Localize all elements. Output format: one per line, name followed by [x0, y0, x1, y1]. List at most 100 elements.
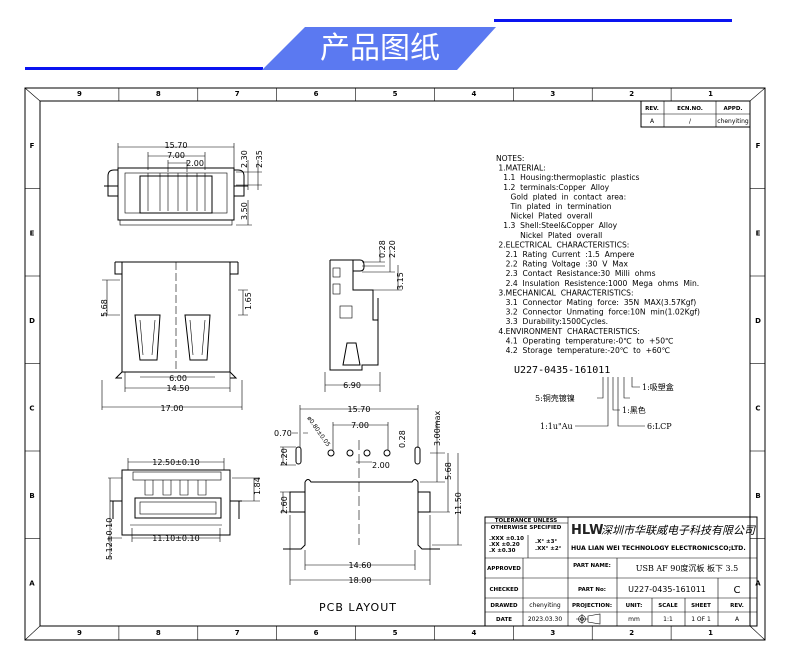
tolerance-angle-1: .X° ±3° [535, 539, 557, 545]
part-no-value: U227-0435-161011 [628, 585, 706, 594]
title-block: TOLERANCE UNLESS OTHERWISE SPECIFIED .XX… [484, 516, 758, 627]
frame-column-label: 9 [77, 90, 82, 98]
rev-value: A [650, 118, 655, 125]
sheet-label: SHEET [691, 603, 711, 609]
pcb-dim-7-00: 7.00 [351, 421, 369, 430]
pcb-dim-hole-dia: ø0.80±0.05 [305, 415, 331, 448]
ecn-header: ECN.NO. [677, 106, 703, 112]
frame-column-label: 5 [393, 629, 398, 637]
checked-label: CHECKED [489, 587, 518, 593]
appd-value: chenyiting [717, 118, 749, 125]
company-logo: HLW [571, 523, 604, 538]
part-name-label: PART NAME: [573, 563, 611, 569]
part-name-value: USB AF 90度沉板 板下 3.5 [636, 563, 739, 573]
note-line: 1.1 Housing:thermoplastic plastics [496, 173, 639, 182]
frame-row-label: E [756, 229, 761, 237]
frame-column-label: 8 [156, 629, 161, 637]
frame-row-label: B [29, 492, 34, 500]
note-line: 3.2 Connector Unmating force:10N min(1.0… [496, 308, 700, 317]
frame-row-label: B [755, 492, 760, 500]
callout-plating: 1:1u"Au [540, 422, 573, 431]
frame-row-label: A [755, 579, 761, 587]
pcb-dim-18-00: 18.00 [349, 576, 372, 585]
frame-row-label: D [29, 317, 35, 325]
scale-value: 1:1 [663, 616, 673, 623]
frame-column-label: 3 [550, 90, 555, 98]
part-code: U227-0435-161011 [514, 365, 610, 376]
dim-6-90: 6.90 [343, 381, 361, 390]
note-line: 2.ELECTRICAL CHARACTERISTICS: [496, 240, 629, 249]
note-line: 2.2 Rating Voltage :30 V Max [496, 260, 628, 269]
dim-7-00: 7.00 [167, 151, 185, 160]
frame-column-label: 4 [471, 90, 476, 98]
frame-column-label: 9 [77, 629, 82, 637]
frame-row-label: C [755, 404, 760, 412]
dim-2-30: 2.30 [240, 150, 249, 168]
pcb-dim-3-00max: 3.00max [433, 410, 442, 446]
projection-label: PROJECTION: [572, 603, 612, 609]
tolerance-linear-1: .XXX ±0.10 [489, 536, 524, 542]
frame-row-label: C [29, 404, 34, 412]
banner-line-left [25, 67, 263, 70]
dim-0-28: 0.28 [378, 240, 387, 258]
frame-row-label: F [756, 142, 761, 150]
frame-row-label: F [30, 142, 35, 150]
note-line: Nickel Plated overall [496, 231, 602, 240]
date-value: 2023.03.30 [528, 616, 563, 623]
pcb-dim-15-70: 15.70 [348, 405, 371, 414]
rev-value-block: A [735, 616, 740, 623]
dim-15-70: 15.70 [165, 141, 188, 150]
notes: NOTES: 1.MATERIAL: 1.1 Housing:thermopla… [496, 154, 700, 355]
note-line: Gold plated in contact area: [496, 192, 626, 201]
note-line: 3.3 Durability:1500Cycles. [496, 317, 608, 326]
dim-1-84: 1.84 [253, 477, 262, 495]
date-label: DATE [496, 617, 512, 623]
callout-material: 6:LCP [647, 422, 672, 431]
part-code-breakdown: U227-0435-161011 1:吸塑盒 1:黑色 6:LCP 5:铜壳镀镍… [514, 365, 674, 431]
frame-column-label: 8 [156, 90, 161, 98]
rev-header: REV. [645, 106, 659, 112]
banner-line-right [494, 19, 732, 22]
front-view-bottom: 5.68 1.65 6.00 14.50 17.00 [100, 261, 253, 413]
dim-2-35: 2.35 [255, 150, 264, 168]
frame-column-label: 1 [708, 629, 713, 637]
dim-11-10: 11.10±0.10 [152, 534, 199, 543]
dim-17-00: 17.00 [161, 404, 184, 413]
side-view: 0.28 2.20 3.15 6.90 [324, 240, 405, 392]
pcb-layout-label: PCB LAYOUT [319, 601, 397, 614]
pcb-dim-2-00: 2.00 [372, 461, 390, 470]
revision-table: REV. ECN.NO. APPD. A / chenyiting [640, 100, 751, 128]
callout-box: 1:吸塑盒 [642, 382, 674, 392]
banner: 产品图纸 [25, 19, 732, 70]
banner-title: 产品图纸 [320, 31, 440, 66]
pcb-dim-14-60: 14.60 [349, 561, 372, 570]
drawed-label: DRAWED [490, 603, 518, 609]
frame-column-label: 7 [235, 90, 240, 98]
pcb-dim-2-60: 2.60 [280, 496, 289, 514]
dim-1-65: 1.65 [244, 292, 253, 310]
ecn-value: / [689, 118, 692, 125]
dim-3-50: 3.50 [240, 202, 249, 220]
frame-column-label: 6 [314, 90, 319, 98]
unit-label: UNIT: [626, 603, 643, 609]
note-line: 4.2 Storage temperature:-20℃ to +60℃ [496, 346, 670, 355]
company-name-cn: 深圳市华联威电子科技有限公司 [601, 524, 756, 537]
banner-shape [262, 27, 496, 70]
pcb-dim-0-70: 0.70 [274, 429, 292, 438]
frame-column-label: 7 [235, 629, 240, 637]
note-line: 4.ENVIRONMENT CHARACTERISTICS: [496, 327, 640, 336]
note-line: 3.1 Connector Mating force: 35N MAX(3.57… [496, 298, 696, 307]
scale-label: SCALE [658, 603, 678, 609]
dim-14-50: 14.50 [167, 384, 190, 393]
note-line: 2.1 Rating Current :1.5 Ampere [496, 250, 635, 259]
frame-column-label: 3 [550, 629, 555, 637]
tolerance-title-1: TOLERANCE UNLESS [495, 518, 558, 524]
tolerance-linear-3: .X ±0.30 [489, 548, 516, 554]
tolerance-angle-2: .XX° ±2° [535, 546, 562, 552]
tolerance-title-2: OTHERWISE SPECIFIED [491, 525, 562, 531]
note-line: 3.MECHANICAL CHARACTERISTICS: [496, 288, 634, 297]
pcb-dim-0-28: 0.28 [398, 430, 407, 448]
note-line: 1.2 terminals:Copper Alloy [496, 183, 610, 192]
dim-5-12: 5.12±0.10 [105, 518, 114, 560]
